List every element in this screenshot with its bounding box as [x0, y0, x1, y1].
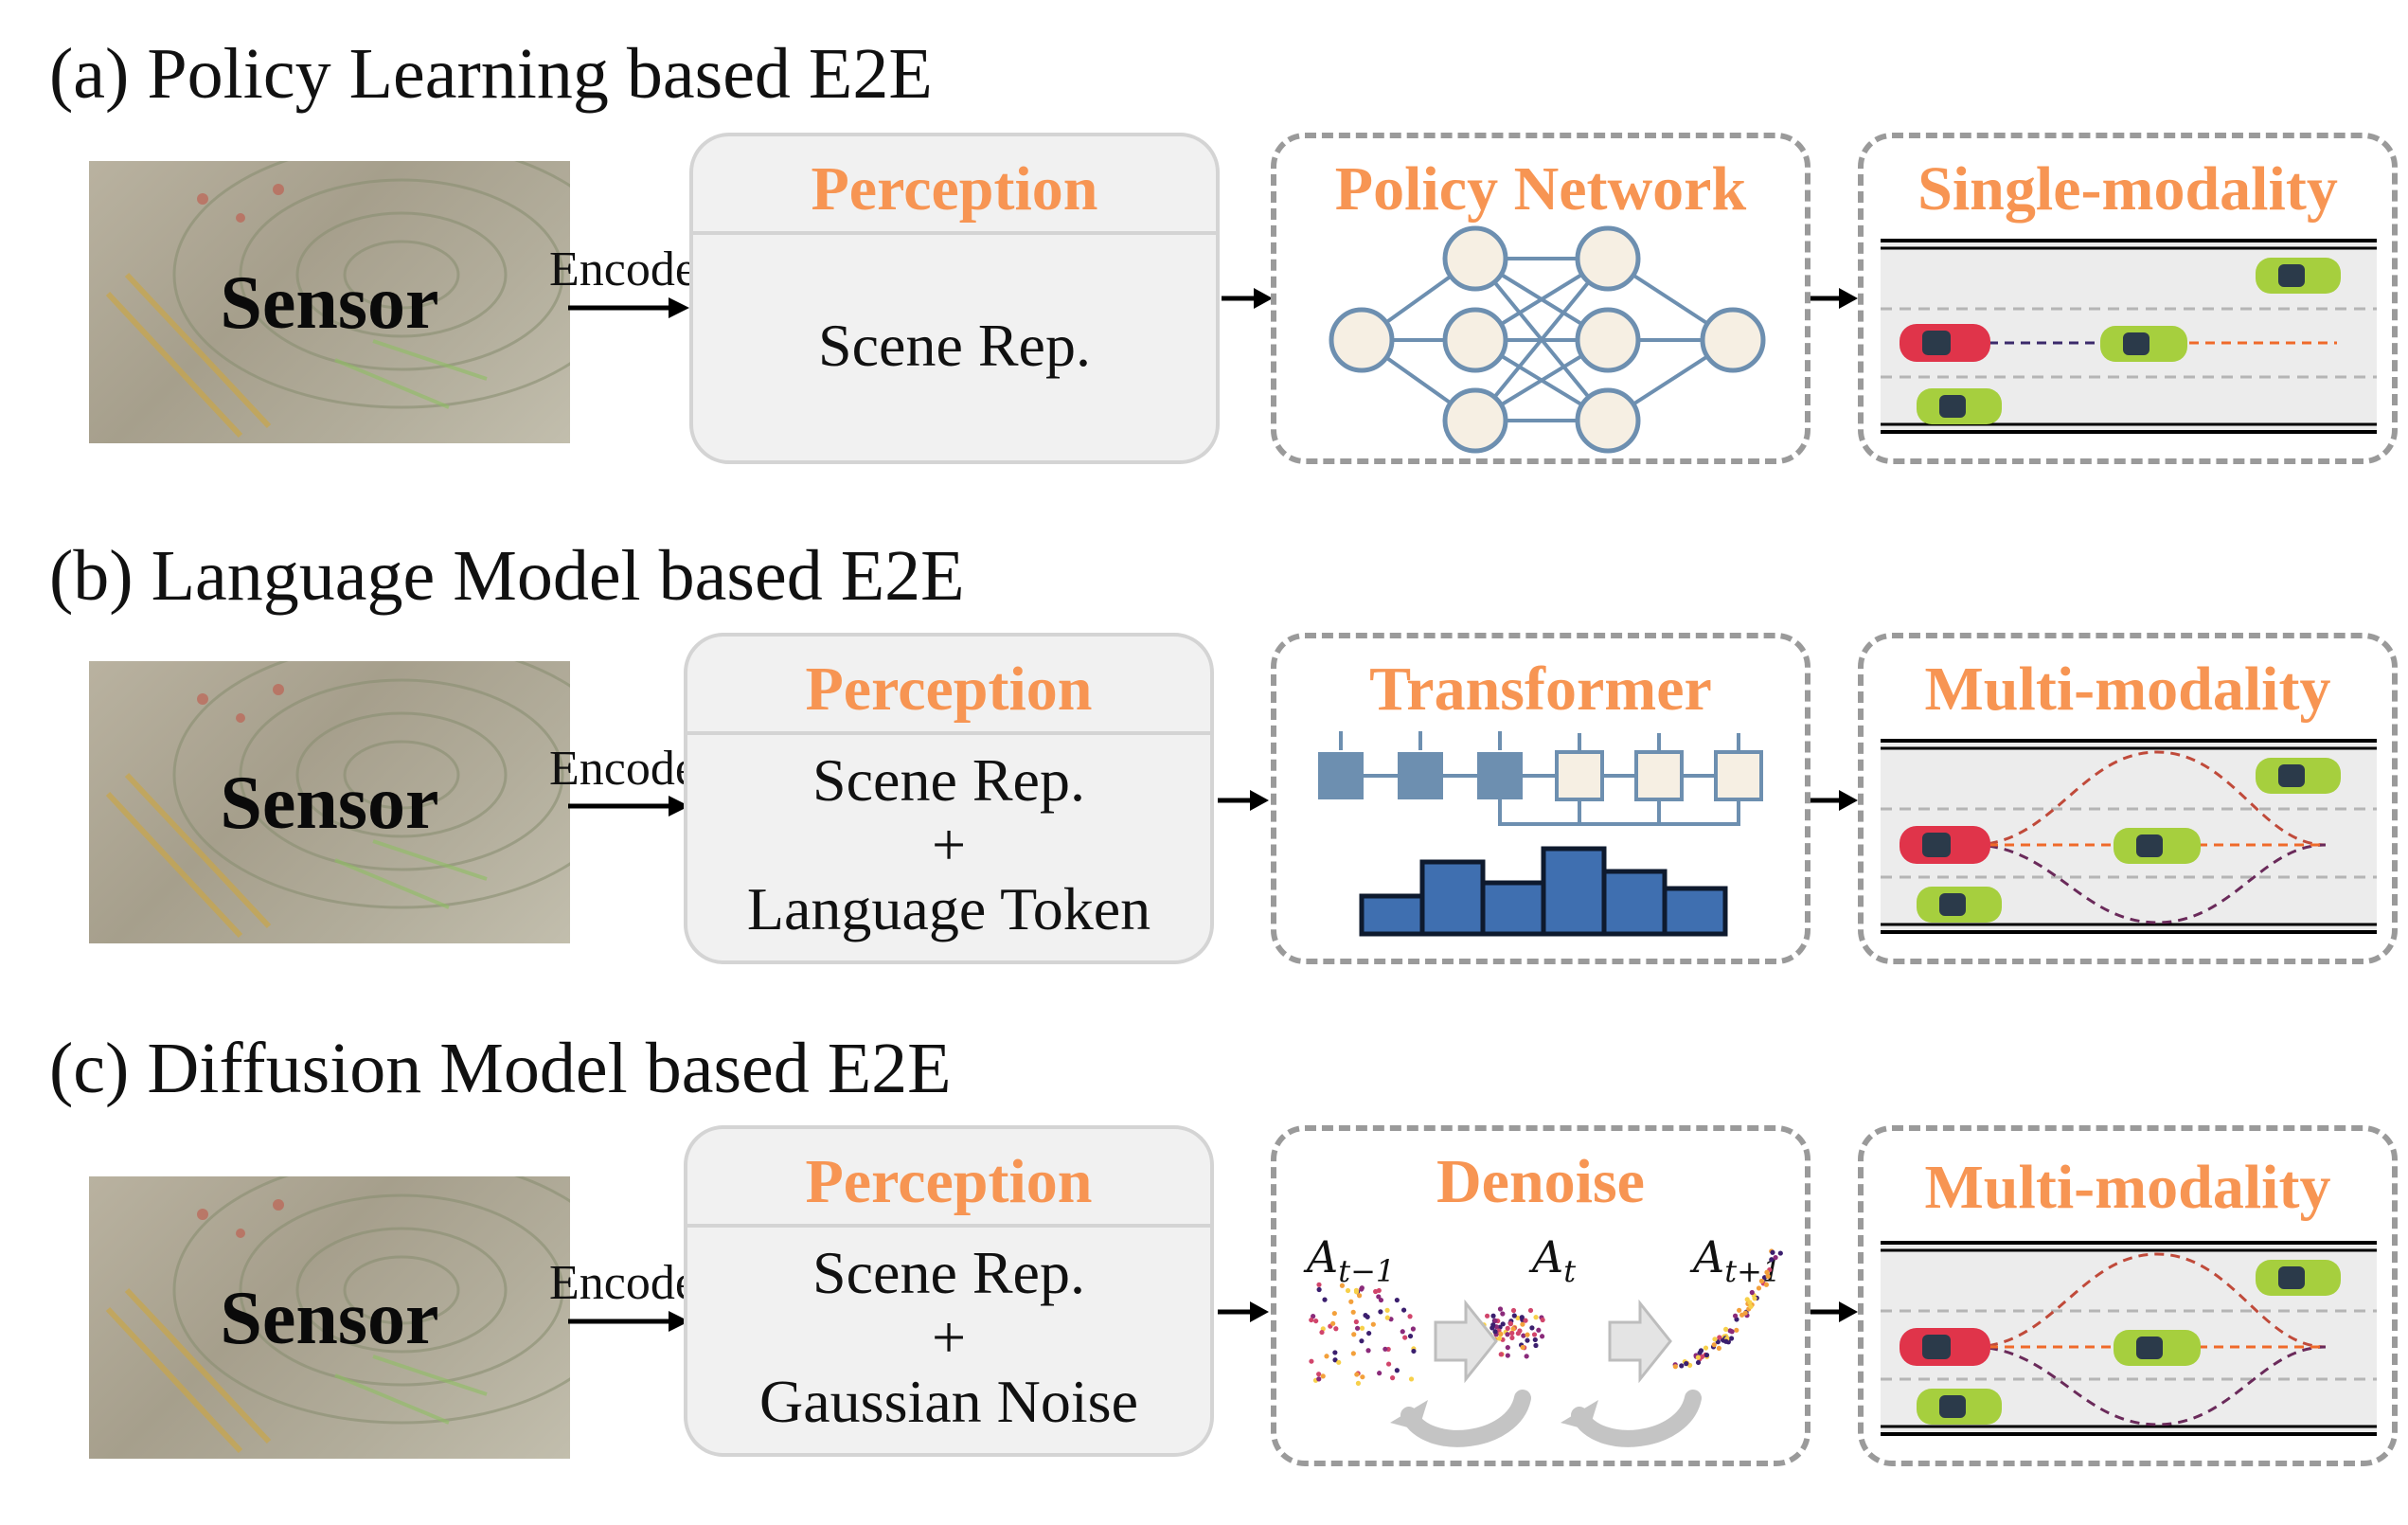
step-label: At−1 [1307, 1231, 1396, 1290]
module-to-output-arrow [1810, 1301, 1858, 1322]
perception-title: Perception [805, 1147, 1093, 1216]
road-single-trajectory-icon [1881, 239, 2377, 434]
perception-line: Scene Rep. [818, 312, 1091, 379]
green-car-icon [2256, 1260, 2341, 1296]
row-title: (c) Diffusion Model based E2E [49, 1029, 952, 1108]
reverse-loop-icon [1400, 1390, 1702, 1447]
green-car-icon [1917, 388, 2002, 424]
encode-label: Encode [549, 242, 697, 296]
output-title: Multi-modality [1924, 655, 2331, 724]
road-multi-trajectory-icon [1881, 1241, 2377, 1436]
green-car-icon [1917, 1389, 2002, 1425]
step-label: At [1532, 1231, 1577, 1290]
perception-box: Perception Scene Rep. + Gaussian Noise [684, 1125, 1214, 1457]
green-car-icon [2100, 326, 2187, 362]
output-title: Multi-modality [1924, 1153, 2331, 1222]
row-diffusion-model: (c) Diffusion Model based E2E Sensor Enc… [0, 1032, 2408, 1525]
perception-divider [687, 1224, 1210, 1228]
neural-network-icon [1329, 225, 1766, 454]
sensor-image: Sensor [89, 661, 570, 943]
module-box: Policy Network [1271, 133, 1810, 464]
sensor-image: Sensor [89, 1176, 570, 1459]
green-car-icon [2114, 828, 2201, 864]
lidar-point-cloud-icon [105, 161, 570, 439]
perception-line: Scene Rep. [812, 1239, 1085, 1306]
output-title: Single-modality [1917, 154, 2338, 224]
red-car-icon [1900, 1328, 1990, 1366]
lidar-point-cloud-icon [105, 1176, 570, 1454]
encode-arrow [568, 297, 689, 318]
clean-trajectory-scatter-icon [1672, 1248, 1783, 1370]
module-title: Transformer [1369, 655, 1712, 724]
row-title: (b) Language Model based E2E [49, 536, 965, 616]
perception-title: Perception [811, 154, 1098, 224]
module-title: Policy Network [1334, 154, 1747, 224]
sensor-image: Sensor [89, 161, 570, 443]
encode-arrow [568, 1311, 689, 1332]
perception-title: Perception [805, 655, 1093, 724]
row-language-model: (b) Language Model based E2E Sensor Enco… [0, 540, 2408, 1032]
perception-line: + [931, 811, 967, 878]
module-box: Denoise At−1 At At+1 [1271, 1125, 1810, 1466]
module-to-output-arrow [1810, 790, 1858, 811]
noise-scatter-icon [1309, 1282, 1417, 1386]
forward-arrow-icon [1434, 1299, 1672, 1384]
red-car-icon [1900, 826, 1990, 864]
sensor-label: Sensor [220, 762, 439, 845]
green-car-icon [2256, 258, 2341, 294]
output-box: Multi-modality [1858, 1125, 2398, 1466]
green-car-icon [2256, 758, 2341, 794]
perception-divider [693, 231, 1216, 235]
row-policy-learning: (a) Policy Learning based E2E Sensor Enc… [0, 38, 2408, 530]
module-title: Denoise [1436, 1147, 1645, 1216]
perception-line: Gaussian Noise [759, 1368, 1138, 1435]
perception-to-module-arrow [1218, 790, 1269, 811]
perception-line: Scene Rep. [812, 746, 1085, 814]
sensor-label: Sensor [220, 1277, 439, 1360]
perception-to-module-arrow [1222, 288, 1273, 309]
sensor-label: Sensor [220, 261, 439, 345]
output-box: Single-modality [1858, 133, 2398, 464]
perception-line: + [931, 1303, 967, 1371]
lidar-point-cloud-icon [105, 661, 570, 939]
output-box: Multi-modality [1858, 633, 2398, 964]
red-car-icon [1900, 324, 1990, 362]
perception-box: Perception Scene Rep. + Language Token [684, 633, 1214, 964]
row-title: (a) Policy Learning based E2E [49, 34, 933, 114]
encode-label: Encode [549, 1256, 697, 1310]
green-car-icon [1917, 887, 2002, 923]
perception-box: Perception Scene Rep. [689, 133, 1220, 464]
road-multi-trajectory-icon [1881, 739, 2377, 934]
green-car-icon [2114, 1330, 2201, 1366]
transformer-histogram-icon [1318, 731, 1763, 937]
denoise-scatter-icon [1309, 1248, 1783, 1447]
encode-arrow [568, 796, 689, 816]
perception-line: Language Token [746, 875, 1151, 942]
perception-to-module-arrow [1218, 1301, 1269, 1322]
perception-divider [687, 731, 1210, 735]
encode-label: Encode [549, 742, 697, 796]
module-to-output-arrow [1810, 288, 1858, 309]
module-box: Transformer [1271, 633, 1810, 964]
